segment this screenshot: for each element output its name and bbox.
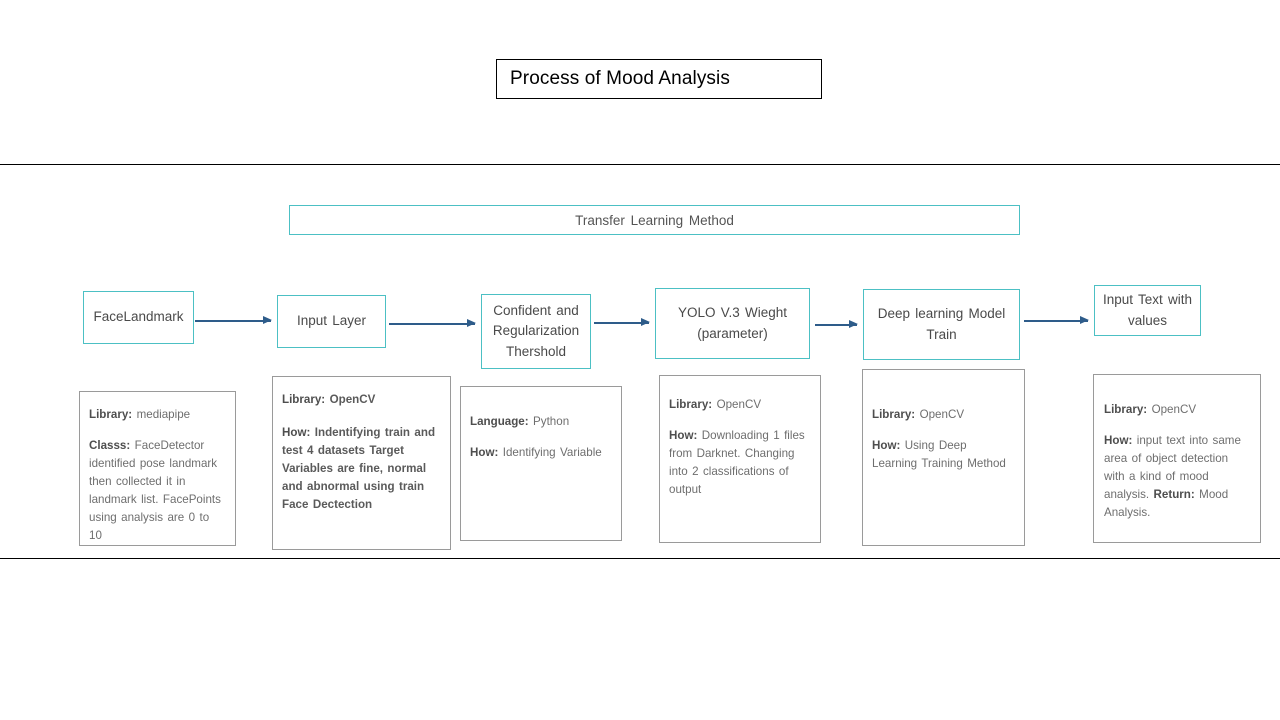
divider-top xyxy=(0,164,1280,165)
card-line-value: Python xyxy=(533,415,570,428)
arrow-icon-deep-learning-model-train-to-input-text xyxy=(1024,317,1089,324)
card-line-value: OpenCV xyxy=(919,408,965,421)
node-yolo-weight-label: YOLO V.3 Wieght (parameter) xyxy=(677,305,788,341)
node-facelandmark-label: FaceLandmark xyxy=(93,309,184,325)
arrow-icon-input-layer-to-confident-threshold xyxy=(389,320,476,327)
card-line-label: Library: xyxy=(1104,403,1148,416)
transfer-learning-banner: Transfer Learning Method xyxy=(289,205,1020,235)
card-input-layer: Library: OpenCV How: Indentifying train … xyxy=(272,376,451,550)
card-line: Library: OpenCV xyxy=(1104,401,1251,419)
card-line: Language: Python xyxy=(470,413,612,431)
card-line-value: Downloading 1 files from Darknet. Changi… xyxy=(669,428,805,496)
card-line-label: Library: xyxy=(669,398,713,411)
card-line-label: Language: xyxy=(470,415,529,428)
card-line-label: Classs: xyxy=(89,438,131,452)
node-facelandmark[interactable]: FaceLandmark xyxy=(83,291,194,344)
card-yolo-weight: Library: OpenCV How: Downloading 1 files… xyxy=(659,375,821,543)
card-line: How: Using Deep Learning Training Method xyxy=(872,437,1015,473)
card-line-value: FaceDetector identified pose landmark th… xyxy=(89,438,221,542)
page-title: Process of Mood Analysis xyxy=(510,68,730,89)
card-line: How: Identifying Variable xyxy=(470,444,612,462)
node-yolo-weight[interactable]: YOLO V.3 Wieght (parameter) xyxy=(655,288,810,359)
card-line-label: How: xyxy=(1104,433,1133,447)
card-line-value: OpenCV xyxy=(329,393,376,406)
card-line: How: Indentifying train and test 4 datas… xyxy=(282,424,441,514)
card-line-label: How: xyxy=(872,438,901,452)
card-line-label: Library: xyxy=(872,408,916,421)
card-line-label: Library: xyxy=(282,393,326,406)
card-line-label: Return: xyxy=(1153,487,1195,501)
node-input-layer-label: Input Layer xyxy=(296,313,367,329)
card-confident-threshold: Language: Python How: Identifying Variab… xyxy=(460,386,622,541)
arrow-icon-confident-threshold-to-yolo-weight xyxy=(594,319,650,326)
card-line-value: OpenCV xyxy=(716,398,762,411)
card-line-value: Indentifying train and test 4 datasets T… xyxy=(282,425,436,511)
page-title-box: Process of Mood Analysis xyxy=(496,59,822,99)
divider-bottom xyxy=(0,558,1280,559)
card-line-label: How: xyxy=(282,425,311,439)
node-deep-learning-model-train-label: Deep learning Model Train xyxy=(877,306,1006,342)
node-input-text-with-values[interactable]: Input Text with values xyxy=(1094,285,1201,336)
arrow-icon-facelandmark-to-input-layer xyxy=(195,317,272,324)
card-line: Library: mediapipe xyxy=(89,406,226,424)
card-line: Library: OpenCV xyxy=(669,396,811,414)
card-line: Library: OpenCV xyxy=(872,406,1015,424)
card-line-value: Identifying Variable xyxy=(502,445,602,459)
node-input-layer[interactable]: Input Layer xyxy=(277,295,386,348)
card-line: How: Downloading 1 files from Darknet. C… xyxy=(669,427,811,499)
card-line: How: input text into same area of object… xyxy=(1104,432,1251,522)
card-line-label: How: xyxy=(669,428,698,442)
card-line-value: Using Deep Learning Training Method xyxy=(872,438,1006,470)
card-line: Library: OpenCV xyxy=(282,391,441,409)
node-input-text-with-values-label: Input Text with values xyxy=(1102,292,1193,328)
card-line-value: Mood Analysis. xyxy=(1104,487,1229,519)
card-line-value: mediapipe xyxy=(136,408,191,421)
transfer-learning-label: Transfer Learning Method xyxy=(575,212,734,228)
card-input-text-with-values: Library: OpenCV How: input text into sam… xyxy=(1093,374,1261,543)
card-line: Classs: FaceDetector identified pose lan… xyxy=(89,437,226,545)
card-line-label: Library: xyxy=(89,408,133,421)
node-confident-threshold[interactable]: Confident and Regularization Thershold xyxy=(481,294,591,369)
node-confident-threshold-label: Confident and Regularization Thershold xyxy=(492,303,580,359)
card-line-label: How: xyxy=(470,445,499,459)
card-line-value: OpenCV xyxy=(1151,403,1197,416)
card-line-value: input text into same area of object dete… xyxy=(1104,433,1241,501)
card-facelandmark: Library: mediapipe Classs: FaceDetector … xyxy=(79,391,236,546)
arrow-icon-yolo-weight-to-deep-learning-model-train xyxy=(815,321,858,328)
node-deep-learning-model-train[interactable]: Deep learning Model Train xyxy=(863,289,1020,360)
card-deep-learning-model-train: Library: OpenCV How: Using Deep Learning… xyxy=(862,369,1025,546)
